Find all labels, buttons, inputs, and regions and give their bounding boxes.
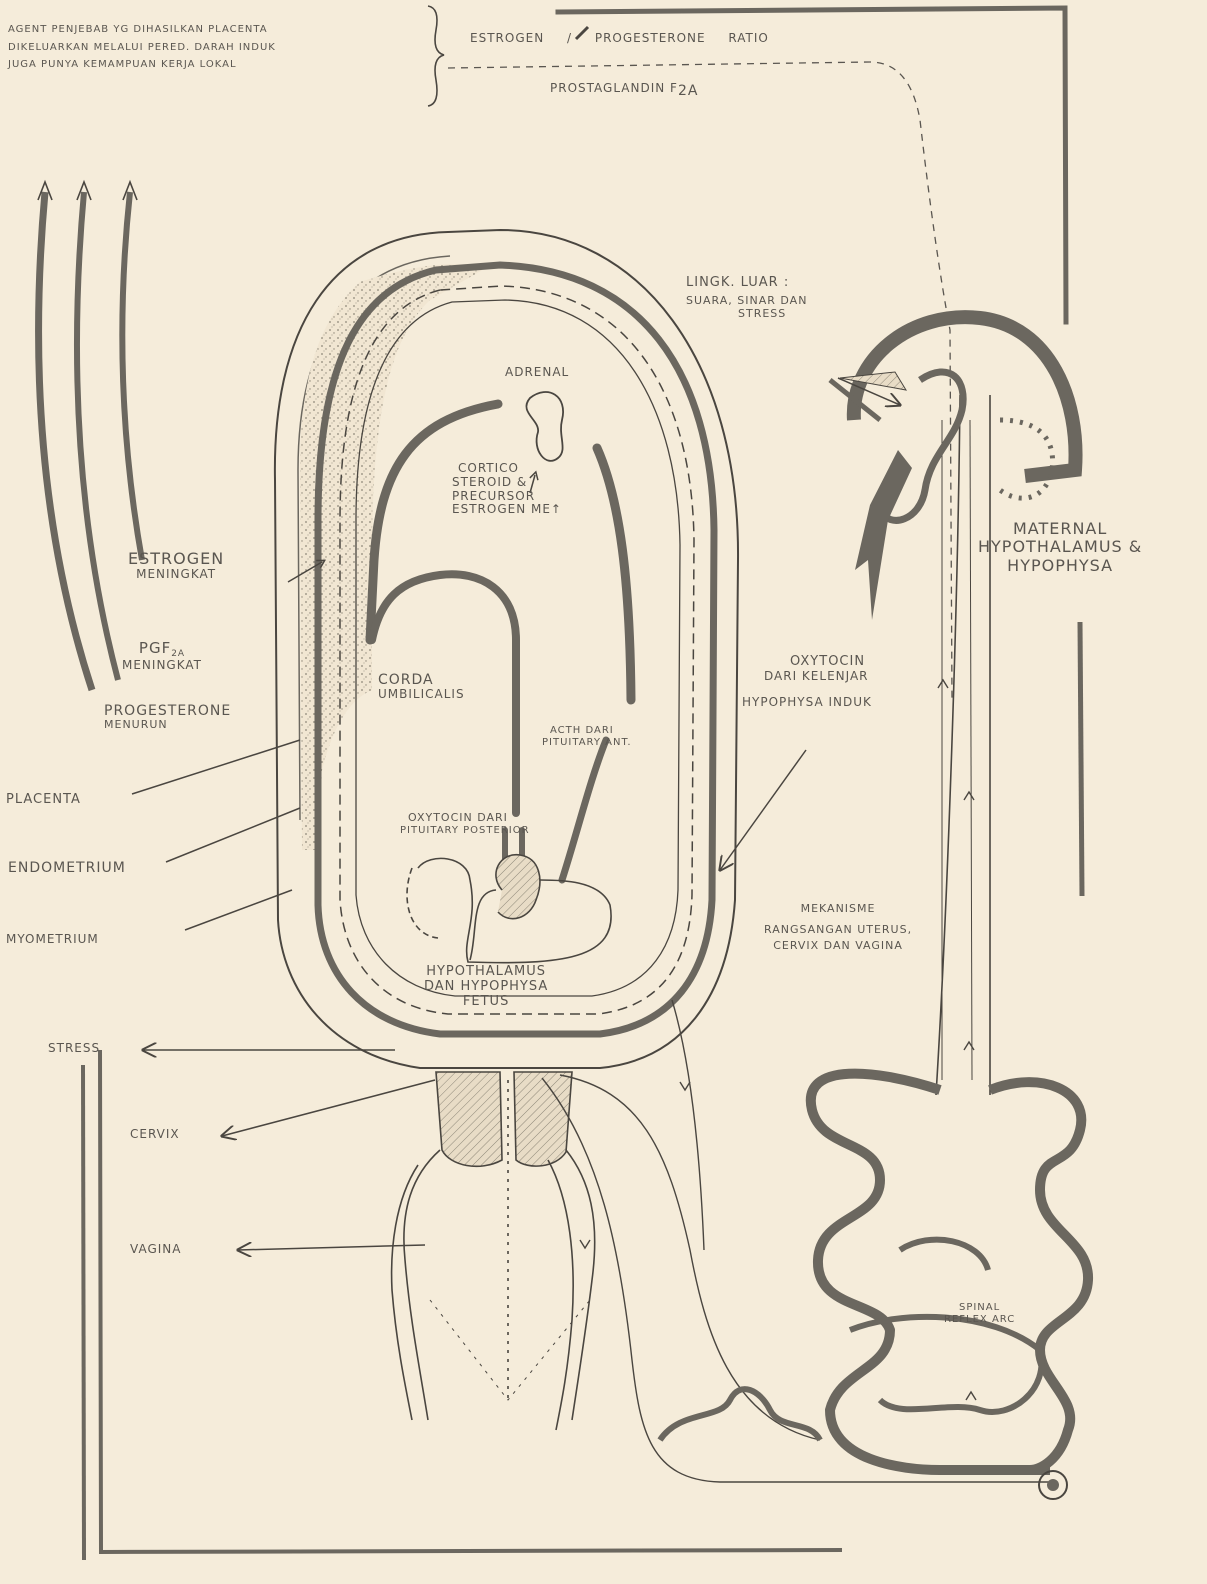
acth-line-1: ACTH DARI: [542, 725, 632, 737]
cervix-shape: [436, 1072, 572, 1166]
mat-oxy-line-1: OXYTOCIN: [742, 655, 872, 670]
estrogen-text: ESTROGEN: [128, 550, 224, 568]
acth-label: ACTH DARI PITUITARY ANT.: [542, 725, 632, 748]
fetal-oxy-line-2: PITUITARY POSTERIOR: [400, 825, 530, 837]
cervix-label: CERVIX: [130, 1128, 180, 1142]
stimulation-mechanism-label: MEKANISME RANGSANGAN UTERUS, CERVIX DAN …: [764, 903, 912, 953]
prostaglandin-label: PROSTAGLANDIN F2α: [550, 82, 698, 99]
spinal-cord: [936, 395, 990, 1095]
fetal-hypo-line-2: DAN HYPOPHYSA: [424, 980, 548, 995]
note-line-2: DIKELUARKAN MELALUI PERED. DARAH INDUK: [8, 42, 276, 54]
env-line-1: LINGK. LUAR :: [686, 276, 807, 291]
estrogen-up-label: ESTROGEN MENINGKAT: [128, 550, 224, 582]
progesterone-change: MENURUN: [104, 719, 231, 732]
maternal-side-bar: [1080, 622, 1082, 896]
maternal-line-1: MATERNAL: [978, 520, 1142, 538]
maternal-line-2: HYPOTHALAMUS &: [978, 538, 1142, 556]
corda-line-1: CORDA: [378, 672, 465, 688]
fetal-oxy-line-1: OXYTOCIN DARI: [400, 812, 530, 825]
note-line-1: AGENT PENJEBAB YG DIHASILKAN PLACENTA: [8, 24, 276, 36]
pgf-text: PGF: [139, 639, 171, 657]
cortico-line-2: STEROID &: [452, 476, 562, 490]
estrogen-change: MENINGKAT: [128, 568, 224, 582]
pgf-up-label: PGF2α MENINGKAT: [122, 640, 202, 673]
cortico-line-3: PRECURSOR: [452, 490, 562, 504]
fetal-hypo-line-1: HYPOTHALAMUS: [424, 965, 548, 980]
fetal-oxytocin-label: OXYTOCIN DARI PITUITARY POSTERIOR: [400, 812, 530, 836]
acth-line-2: PITUITARY ANT.: [542, 737, 632, 749]
cortico-line-4: ESTROGEN ME↑: [452, 503, 562, 517]
mech-line-1: MEKANISME: [764, 903, 912, 916]
rising-arrowheads: [38, 182, 137, 200]
mech-line-3: CERVIX DAN VAGINA: [764, 940, 912, 953]
note-line-3: JUGA PUNYA KEMAMPUAN KERJA LOKAL: [8, 59, 276, 71]
fetal-hypothalamus: [407, 855, 611, 963]
prostaglandin-text: PROSTAGLANDIN F: [550, 81, 678, 95]
spinal-reflex-label: SPINAL REFLEX ARC: [944, 1302, 1015, 1325]
progesterone-down-label: PROGESTERONE MENURUN: [104, 703, 231, 732]
env-line-2: SUARA, SINAR DAN: [686, 295, 807, 308]
spinal-line-2: REFLEX ARC: [944, 1314, 1015, 1326]
maternal-abdomen: [660, 1074, 1088, 1470]
spinal-line-1: SPINAL: [944, 1302, 1015, 1314]
myometrium-label: MYOMETRIUM: [6, 933, 99, 947]
umbilical-cord-label: CORDA UMBILICALIS: [378, 672, 465, 702]
env-line-3: STRESS: [686, 308, 807, 321]
ratio-label: ESTROGEN / PROGESTERONE RATIO: [470, 32, 769, 46]
pgf-change: MENINGKAT: [122, 659, 202, 673]
top-note-brace: [428, 6, 444, 106]
maternal-line-3: HYPOPHYSA: [978, 557, 1142, 575]
mat-oxy-line-3: HYPOPHYSA INDUK: [742, 696, 872, 710]
prostaglandin-subscript: 2α: [678, 83, 698, 99]
placenta-label: PLACENTA: [6, 793, 81, 808]
placenta-region: [300, 264, 486, 850]
stress-label: STRESS: [48, 1042, 100, 1056]
mech-line-2: RANGSANGAN UTERUS,: [764, 924, 912, 937]
mat-oxy-line-2: DARI KELENJAR: [742, 670, 872, 684]
progesterone-text: PROGESTERONE: [104, 703, 231, 719]
corticosteroid-label: CORTICO STEROID & PRECURSOR ESTROGEN ME↑: [452, 462, 562, 517]
vagina-label: VAGINA: [130, 1243, 181, 1257]
rising-arrows: [39, 192, 142, 690]
adrenal-gland: [526, 392, 563, 461]
maternal-oxytocin-label: OXYTOCIN DARI KELENJAR HYPOPHYSA INDUK: [742, 655, 872, 710]
maternal-hypothalamus-label: MATERNAL HYPOTHALAMUS & HYPOPHYSA: [978, 520, 1142, 575]
external-environment-label: LINGK. LUAR : SUARA, SINAR DAN STRESS: [686, 276, 807, 320]
placenta-agent-note: AGENT PENJEBAB YG DIHASILKAN PLACENTA DI…: [8, 24, 276, 71]
endometrium-label: ENDOMETRIUM: [8, 860, 126, 876]
corda-line-2: UMBILICALIS: [378, 688, 465, 702]
feedback-frame-top: [558, 8, 1066, 322]
adrenal-label: ADRENAL: [505, 366, 569, 380]
cortico-line-1: CORTICO: [452, 462, 562, 476]
fetal-hypothalamus-label: HYPOTHALAMUS DAN HYPOPHYSA FETUS: [424, 965, 548, 1010]
fetal-hypo-line-3: FETUS: [424, 995, 548, 1010]
maternal-brain: [830, 317, 1076, 520]
spinal-node-core: [1047, 1479, 1059, 1491]
